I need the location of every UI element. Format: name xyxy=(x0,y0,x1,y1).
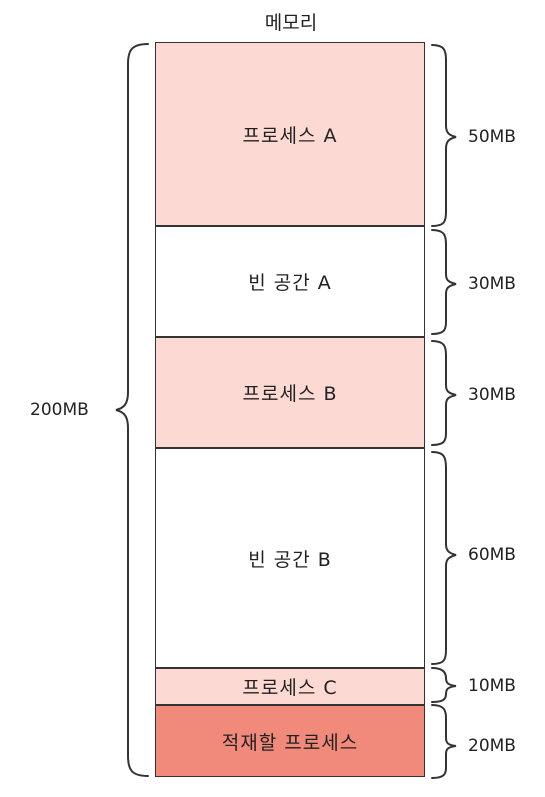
segment-process-a: 프로세스 A xyxy=(155,42,425,226)
size-label-incoming-process: 20MB xyxy=(468,736,516,756)
total-size-label: 200MB xyxy=(30,400,89,420)
segment-free-space-b: 빈 공간 B xyxy=(155,448,425,668)
size-label-free-space-a: 30MB xyxy=(468,274,516,294)
segment-process-b: 프로세스 B xyxy=(155,337,425,448)
brace-process-a xyxy=(431,44,457,227)
memory-title: 메모리 xyxy=(264,12,318,34)
size-label-process-a: 50MB xyxy=(468,127,516,147)
memory-column: 프로세스 A 빈 공간 A 프로세스 B 빈 공간 B 프로세스 C 적재할 프… xyxy=(155,42,427,777)
brace-incoming-process xyxy=(431,704,457,779)
total-brace xyxy=(115,43,149,777)
brace-process-c xyxy=(431,667,457,703)
size-label-process-c: 10MB xyxy=(468,676,516,696)
brace-process-b xyxy=(431,340,457,446)
size-label-process-b: 30MB xyxy=(468,385,516,405)
segment-free-space-a: 빈 공간 A xyxy=(155,226,425,337)
size-label-free-space-b: 60MB xyxy=(468,545,516,565)
segment-process-c: 프로세스 C xyxy=(155,668,425,705)
brace-free-a xyxy=(431,229,457,335)
segment-incoming-process: 적재할 프로세스 xyxy=(155,705,425,777)
brace-free-b xyxy=(431,451,457,665)
